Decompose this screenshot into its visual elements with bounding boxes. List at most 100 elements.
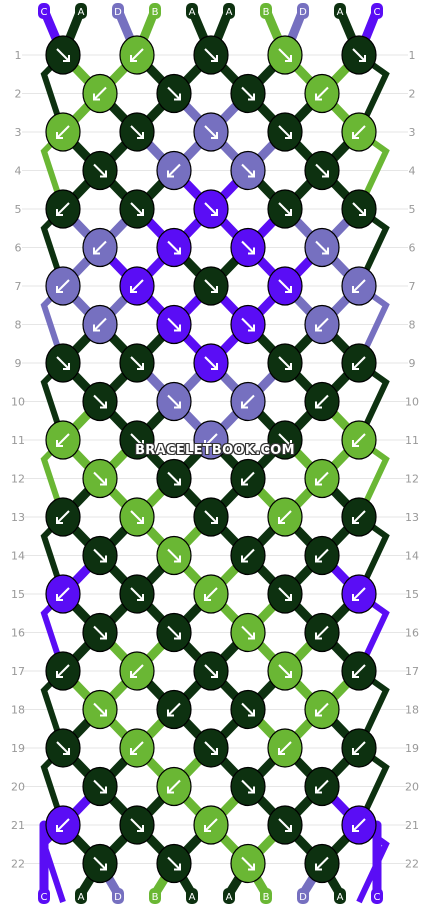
arrow-head-icon [285,363,292,370]
arrow-down-right-icon [352,48,366,62]
arrow-down-right-icon [204,741,218,755]
row-number-left: 3 [15,126,22,139]
arrow-head-icon [285,132,292,139]
arrow-head-icon [352,363,359,370]
arrow-head-icon [315,632,322,640]
arrow-down-right-icon [93,625,107,640]
arrow-head-icon [248,786,255,794]
row-number-right: 22 [405,858,419,871]
row-number-left: 14 [11,550,25,563]
arrow-head-icon [359,55,366,62]
strand-bottom-cap [186,888,198,904]
arrow-head-icon [130,55,137,62]
strand-top-cap [223,3,235,19]
arrow-head-icon [315,93,322,101]
arrow-down-left-icon [352,741,366,755]
arrow-head-icon [130,671,137,678]
row-number-left: 6 [15,242,22,255]
arrow-head-icon [248,93,255,101]
arrow-head-icon [63,363,70,370]
row-number-right: 4 [409,165,416,178]
arrow-head-icon [137,517,144,524]
arrow-head-icon [211,748,218,755]
row-number-left: 12 [11,473,25,486]
arrow-down-right-icon [167,471,181,486]
row-number-left: 19 [11,742,25,755]
row-number-right: 16 [405,627,419,640]
arrow-down-left-icon [315,317,329,332]
strand-label-bottom: C [41,892,48,903]
arrow-head-icon [93,93,100,101]
arrow-head-icon [174,632,181,640]
arrow-down-left-icon [352,587,366,601]
arrow-head-icon [352,286,359,293]
row-number-right: 9 [409,357,416,370]
arrow-head-icon [93,247,100,255]
strand-label-top: D [299,7,307,18]
row-number-right: 19 [405,742,419,755]
arrow-head-icon [352,825,359,832]
arrow-down-right-icon [204,48,218,62]
row-number-right: 14 [405,550,419,563]
strand-top-cap [371,3,383,19]
arrow-down-left-icon [56,125,70,139]
arrow-head-icon [204,440,211,447]
arrow-down-right-icon [93,702,107,717]
arrow-head-icon [167,170,174,178]
row-number-right: 11 [405,434,419,447]
strand-label-bottom: D [299,892,307,903]
arrow-down-left-icon [167,163,181,178]
strand-label-bottom: C [374,892,381,903]
strand-bottom-cap [38,888,50,904]
arrow-down-right-icon [241,86,255,101]
arrow-head-icon [352,671,359,678]
arrow-down-left-icon [167,702,181,717]
row-number-left: 13 [11,511,25,524]
strand-label-bottom: B [152,892,159,903]
arrow-down-right-icon [167,856,181,871]
arrow-head-icon [285,440,292,447]
strand-bottom-cap [260,888,272,904]
arrow-down-left-icon [315,856,329,871]
strand-bottom-cap [112,888,124,904]
arrow-head-icon [315,401,322,409]
arrow-down-right-icon [56,48,70,62]
arrow-head-icon [211,671,218,678]
arrow-head-icon [211,132,218,139]
row-number-left: 18 [11,704,25,717]
strand-label-top: C [41,7,48,18]
arrow-head-icon [315,478,322,486]
arrow-head-icon [56,209,63,216]
arrow-head-icon [352,594,359,601]
arrow-head-icon [211,55,218,62]
arrow-down-left-icon [130,664,144,678]
arrow-head-icon [315,786,322,794]
strand-label-top: A [226,7,233,18]
arrow-down-left-icon [315,548,329,563]
arrow-head-icon [211,286,218,293]
row-number-right: 21 [405,819,419,832]
arrow-head-icon [56,440,63,447]
strand-bottom-cap [223,888,235,904]
arrow-head-icon [56,825,63,832]
arrow-down-left-icon [130,741,144,755]
arrow-head-icon [241,401,248,409]
strand-top-cap [297,3,309,19]
arrow-head-icon [56,286,63,293]
arrow-down-left-icon [56,433,70,447]
arrow-down-right-icon [278,356,292,370]
arrow-down-right-icon [56,356,70,370]
arrow-down-right-icon [241,240,255,255]
arrow-down-right-icon [315,240,329,255]
arrow-down-right-icon [130,587,144,601]
arrow-down-left-icon [56,664,70,678]
arrow-down-right-icon [241,779,255,794]
arrow-down-left-icon [56,510,70,524]
arrow-head-icon [248,709,255,717]
strand-top-cap [38,3,50,19]
arrow-head-icon [278,748,285,755]
arrow-down-right-icon [204,356,218,370]
row-number-left: 10 [11,396,25,409]
strand-top-cap [75,3,87,19]
arrow-down-right-icon [130,125,144,139]
